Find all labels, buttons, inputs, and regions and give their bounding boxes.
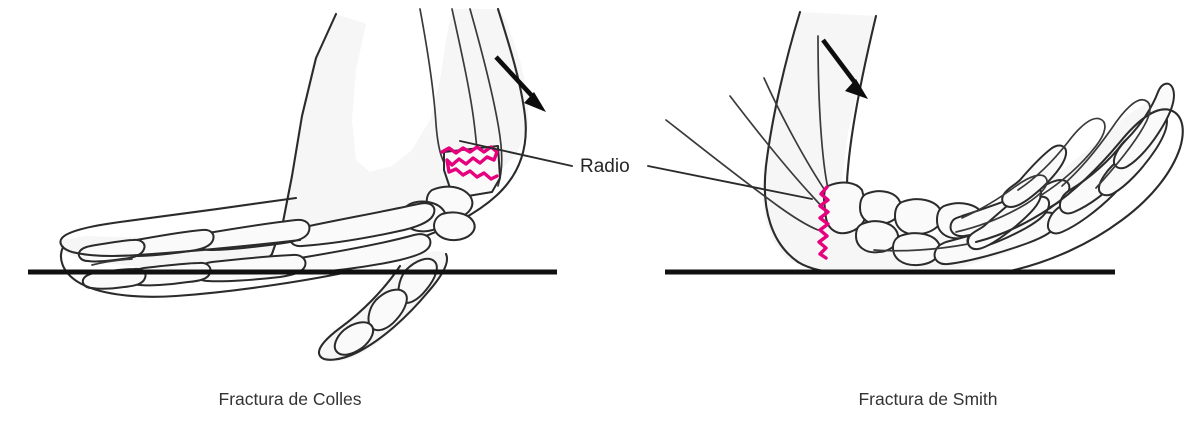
smith-second-finger-contour	[1017, 117, 1106, 197]
smith-outer-finger-contour	[1008, 108, 1184, 273]
colles-arrow-head	[524, 92, 546, 112]
smith-arrow-shaft	[821, 38, 858, 86]
colles-carpal-hamate	[433, 211, 476, 242]
smith-palm-contour	[974, 206, 1052, 244]
panel-smith: Fractura de Smith	[665, 10, 1184, 409]
colles-thumb-distal-phalanx	[333, 321, 375, 356]
colles-index-finger-contour	[59, 196, 302, 258]
smith-carpal-hamate	[892, 232, 942, 267]
smith-inner-finger-contour	[1061, 99, 1151, 189]
radio-leader-line-left	[459, 140, 573, 167]
radio-label: Radio	[580, 156, 630, 177]
smith-forearm-dorsal-edge	[763, 10, 802, 264]
smith-finger-contours	[873, 99, 1184, 273]
colles-fracture-line	[440, 145, 499, 181]
smith-thumb-contour	[955, 174, 1048, 233]
smith-force-arrow	[821, 38, 868, 99]
colles-hand-bones	[77, 202, 436, 290]
radio-annotation: Radio	[459, 140, 813, 200]
colles-radius-shaft-outer	[469, 8, 503, 187]
caption-smith: Fractura de Smith	[858, 389, 997, 409]
radio-leader-line-right	[647, 165, 813, 200]
smith-carpal-capitate	[894, 198, 944, 236]
colles-arrow-shaft	[494, 55, 536, 100]
smith-arrow-head	[845, 79, 868, 99]
colles-thumb-proximal-phalanx	[367, 288, 408, 332]
colles-fingertip-crease	[91, 258, 133, 266]
smith-carpal-lunate	[855, 220, 899, 254]
caption-colles: Fractura de Colles	[219, 389, 362, 409]
smith-palm-crease	[873, 243, 969, 252]
colles-thumb-outline	[318, 252, 448, 361]
colles-force-arrow	[494, 55, 546, 112]
smith-fracture-line	[817, 185, 830, 260]
panel-colles: Fractura de Colles	[28, 7, 557, 409]
smith-ulna-shaft	[665, 119, 819, 231]
